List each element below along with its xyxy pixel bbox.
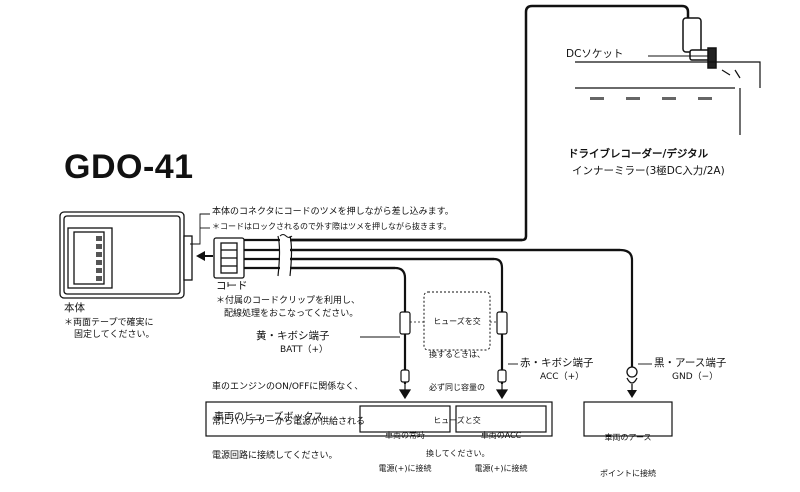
main-unit	[59, 211, 193, 299]
product-title: GDO-41	[64, 148, 194, 186]
gnd-terminal	[626, 366, 638, 398]
batt-label: 黄・キボシ端子	[256, 330, 330, 342]
acc-terminal	[495, 369, 509, 400]
unit-label: 本体	[64, 302, 85, 314]
recorder-dots	[590, 97, 712, 100]
acc-fuse	[496, 311, 508, 335]
constant-power-line1: 車両の常時	[385, 431, 425, 440]
dc-plug	[682, 17, 717, 69]
gnd-wire	[619, 248, 634, 368]
engine-note-line2: 常にバッテリーから電源が供給される	[212, 416, 366, 427]
clip-note-line1: ＊付属のコードクリップを利用し、	[216, 296, 361, 306]
fuse-note: ヒューズを交 換するときは、 必ず同じ容量の ヒューズと交 換してください。	[426, 294, 490, 470]
unit-note-line1: ＊両面テープで確実に	[64, 318, 154, 328]
gnd-label: 黒・アース端子	[654, 357, 727, 369]
wire-break	[277, 232, 293, 277]
fuse-note-line3: 必ず同じ容量の	[429, 383, 485, 392]
gnd-sub: GND（−）	[672, 372, 719, 382]
recorder-device	[575, 61, 761, 135]
leader-lines	[190, 213, 652, 365]
recorder-label-line1: ドライブレコーダー/デジタル	[568, 148, 709, 160]
ground-box-line2: ポイントに接続	[600, 469, 656, 478]
fuse-box-label: 車両のヒューズボックス	[214, 412, 324, 423]
batt-fuse	[399, 311, 411, 335]
acc-power-line2: 電源(+)に接続	[474, 464, 528, 473]
batt-sub: BATT（+）	[280, 345, 329, 355]
acc-power-line1: 車両のACC	[480, 431, 522, 440]
engine-note-line3: 電源回路に接続してください。	[212, 451, 338, 461]
engine-note: 車のエンジンのON/OFFに関係なく、 常にバッテリーから電源が供給される 電源…	[212, 359, 365, 474]
constant-power-box: 車両の常時 電源(+)に接続	[360, 408, 450, 485]
fuse-box-frame	[205, 401, 553, 437]
fuse-note-line4: ヒューズと交	[433, 416, 481, 425]
ground-box: 車両のアース ポイントに接続	[584, 408, 672, 492]
dc-socket-label: DCソケット	[566, 48, 624, 60]
acc-label: 赤・キボシ端子	[520, 357, 594, 369]
clip-note-line2: 配線処理をおこなってください。	[224, 309, 359, 319]
fuse-note-frame	[423, 291, 491, 351]
acc-wire	[493, 257, 504, 384]
batt-terminal	[398, 369, 412, 400]
unit-note-line2: 固定してください。	[74, 330, 155, 340]
acc-sub: ACC（+）	[540, 372, 585, 382]
fuse-note-line2: 換するときは、	[429, 350, 485, 359]
batt-wire	[394, 266, 407, 384]
wire-bundle	[244, 238, 620, 270]
cord-plug	[213, 237, 245, 279]
insert-arrow	[196, 251, 213, 261]
acc-power-box: 車両のACC 電源(+)に接続	[456, 408, 546, 485]
engine-note-line1: 車のエンジンのON/OFFに関係なく、	[212, 382, 364, 392]
cord-label: コード	[216, 280, 248, 292]
connector-note-line2: ＊コードはロックされるので外す際はツメを押しながら抜きます。	[212, 222, 452, 231]
connector-note-line1: 本体のコネクタにコードのツメを押しながら差し込みます。	[212, 207, 454, 217]
ground-box-line1: 車両のアース	[604, 433, 652, 442]
fuse-note-line1: ヒューズを交	[433, 317, 481, 326]
wiring-diagram	[59, 4, 761, 437]
recorder-label-line2: インナーミラー(3極DC入力/2A)	[572, 165, 725, 177]
dc-cable	[280, 4, 690, 242]
ground-box-frame	[583, 401, 673, 437]
fuse-note-line5: 換してください。	[426, 449, 490, 458]
constant-power-line2: 電源(+)に接続	[378, 464, 432, 473]
